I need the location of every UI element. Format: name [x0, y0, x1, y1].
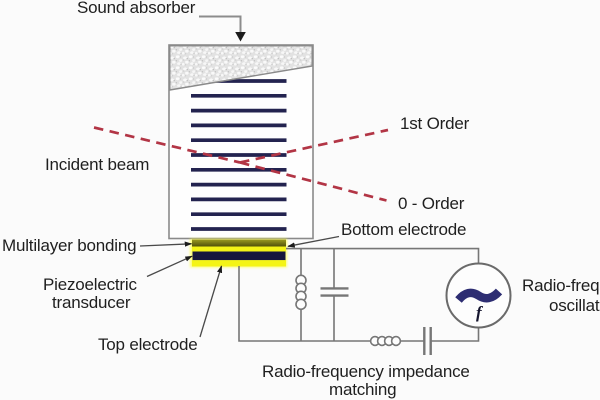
piezoelectric-transducer-label-line1: Piezoelectric — [43, 274, 137, 294]
bottom-electrode-bar — [192, 239, 286, 247]
sound-absorber-wedge — [169, 45, 313, 91]
leader-lines — [139, 235, 340, 338]
top-electrode-leader — [199, 265, 223, 338]
transducer-stack — [190, 238, 287, 268]
piezo-layer-bottom — [192, 260, 286, 267]
impedance-matching-label-line2: matching — [329, 380, 397, 399]
first-order-label: 1st Order — [400, 113, 470, 133]
parallel-capacitor — [320, 287, 349, 297]
piezoelectric-leader — [146, 255, 193, 278]
multilayer-bonding-label: Multilayer bonding — [2, 236, 137, 255]
wire-top — [286, 247, 480, 264]
zero-order-beam-line — [239, 161, 387, 202]
wire-bottom — [238, 266, 480, 342]
bottom-electrode-label: Bottom electrode — [341, 220, 467, 239]
multilayer-bonding-leader — [139, 241, 193, 247]
series-inductor — [369, 335, 402, 347]
rf-circuit — [238, 247, 512, 355]
series-capacitor — [423, 327, 432, 355]
oscillator-frequency-symbol: f — [476, 302, 482, 322]
incident-beam-line — [93, 126, 241, 164]
impedance-matching-label-line1: Radio-frequency impedance — [262, 362, 470, 381]
sound-absorber-label: Sound absorber — [77, 0, 196, 17]
rf-oscillator-label-line1: Radio-frequency — [522, 275, 600, 295]
bottom-electrode-leader — [287, 235, 340, 248]
oscillator-wave-icon — [455, 288, 503, 303]
rf-oscillator-label-line2: oscillator — [549, 295, 600, 315]
incident-beam-label: Incident beam — [45, 155, 150, 174]
sound-absorber-pointer — [199, 15, 246, 42]
top-electrode-bar — [192, 251, 286, 261]
first-order-beam-line — [239, 128, 389, 164]
parallel-inductor — [295, 274, 307, 311]
piezoelectric-transducer-label-line2: transducer — [52, 292, 131, 312]
top-electrode-label: Top electrode — [98, 335, 198, 354]
laser-beams — [93, 126, 389, 202]
piezo-layer-top — [192, 246, 286, 252]
zero-order-label: 0 - Order — [398, 194, 465, 213]
